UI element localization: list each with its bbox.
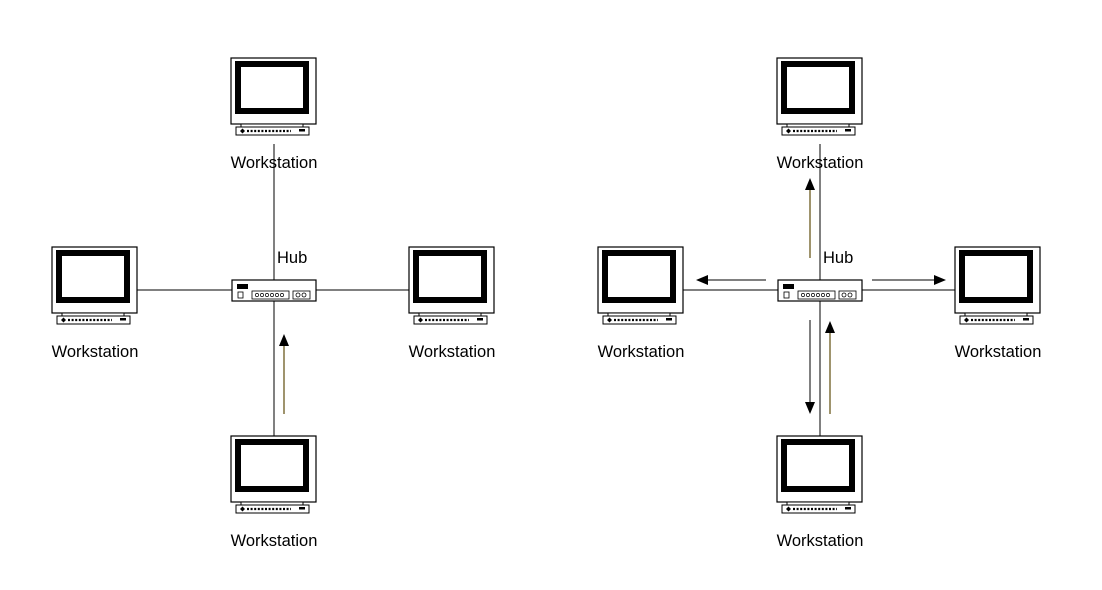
incoming-arrow-right: [825, 321, 835, 414]
workstation-label: Workstation: [52, 343, 139, 361]
left-diagram: Hub Workstation Workstation Workstation …: [52, 58, 496, 550]
right-diagram: Hub Workstation Workstation Workstation …: [598, 58, 1042, 550]
workstation-label: Workstation: [231, 532, 318, 550]
broadcast-arrow-right: [872, 275, 946, 285]
workstation-icon: [52, 247, 137, 324]
workstation-icon: [955, 247, 1040, 324]
workstation-icon: [777, 436, 862, 513]
incoming-arrow-left: [279, 334, 289, 414]
workstation-right: Workstation: [955, 247, 1042, 361]
hub-icon: [231, 279, 317, 302]
workstation-icon: [598, 247, 683, 324]
broadcast-arrow-top: [805, 178, 815, 258]
workstation-left: Workstation: [598, 247, 685, 361]
workstation-top: Workstation: [231, 58, 318, 172]
workstation-icon: [777, 58, 862, 135]
workstation-label: Workstation: [598, 343, 685, 361]
workstation-right: Workstation: [409, 247, 496, 361]
workstation-icon: [231, 58, 316, 135]
workstation-icon: [409, 247, 494, 324]
workstation-label: Workstation: [409, 343, 496, 361]
hub-label: Hub: [823, 249, 853, 267]
workstation-label: Workstation: [231, 154, 318, 172]
hub-icon: [777, 279, 863, 302]
workstation-icon: [231, 436, 316, 513]
workstation-label: Workstation: [777, 532, 864, 550]
hub-label: Hub: [277, 249, 307, 267]
workstation-label: Workstation: [955, 343, 1042, 361]
workstation-top: Workstation: [777, 58, 864, 172]
workstation-bottom: Workstation: [777, 436, 864, 550]
workstation-bottom: Workstation: [231, 436, 318, 550]
broadcast-arrow-left: [696, 275, 766, 285]
broadcast-arrow-bottom: [805, 320, 815, 414]
workstation-left: Workstation: [52, 247, 139, 361]
workstation-label: Workstation: [777, 154, 864, 172]
